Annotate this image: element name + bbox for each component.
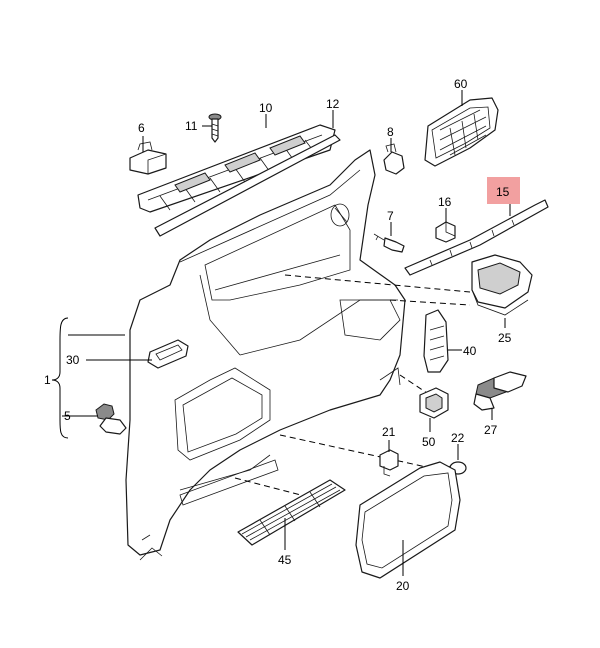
- grille-part-45: [237, 479, 346, 546]
- part-label-11: 11: [185, 119, 198, 133]
- clip-part-16: [435, 221, 456, 243]
- part-label-16: 16: [438, 195, 452, 209]
- clip-part-6: [129, 141, 167, 175]
- screw-part-11: [208, 113, 222, 143]
- trim-strip-part-15: [404, 199, 549, 276]
- grille-part-40: [423, 309, 449, 373]
- part-label-25: 25: [498, 331, 512, 345]
- part-label-5: 5: [64, 409, 71, 423]
- fastener-part-5: [95, 403, 127, 435]
- side-trim-panel: [125, 149, 406, 561]
- part-label-7: 7: [387, 209, 394, 223]
- insert-part-30: [147, 339, 189, 369]
- part-label-6: 6: [138, 121, 145, 135]
- part-label-60: 60: [454, 77, 468, 91]
- handle-part-25: [471, 254, 533, 316]
- rail-strip-part-12: [154, 134, 341, 237]
- part-label-12: 12: [326, 97, 340, 111]
- part-label-15: 15: [496, 185, 510, 199]
- part-label-8: 8: [387, 125, 394, 139]
- clip-part-50: [419, 387, 449, 419]
- part-label-30: 30: [66, 353, 80, 367]
- part-label-22: 22: [451, 431, 465, 445]
- part-label-40: 40: [463, 344, 477, 358]
- part-label-20: 20: [396, 579, 410, 593]
- part-label-1: 1: [44, 373, 51, 387]
- part-label-50: 50: [422, 435, 436, 449]
- part-label-10: 10: [259, 101, 273, 115]
- upper-rail-part-10: [137, 124, 336, 213]
- storage-net-part-60: [424, 97, 499, 167]
- part-label-27: 27: [484, 423, 498, 437]
- part-label-21: 21: [382, 425, 396, 439]
- leader-lines: [51, 90, 511, 576]
- highlight-box-part-15: [487, 177, 520, 204]
- part-label-45: 45: [278, 553, 292, 567]
- screw-part-7: [373, 233, 405, 253]
- clip-part-21: [379, 449, 399, 477]
- clips-part-27: [473, 371, 527, 411]
- part-labels: 6 11 10 12 8 60 7 16 15 25 40 27 50 21 2…: [44, 77, 512, 593]
- clip-part-8: [383, 143, 405, 175]
- cover-part-20: [355, 461, 461, 579]
